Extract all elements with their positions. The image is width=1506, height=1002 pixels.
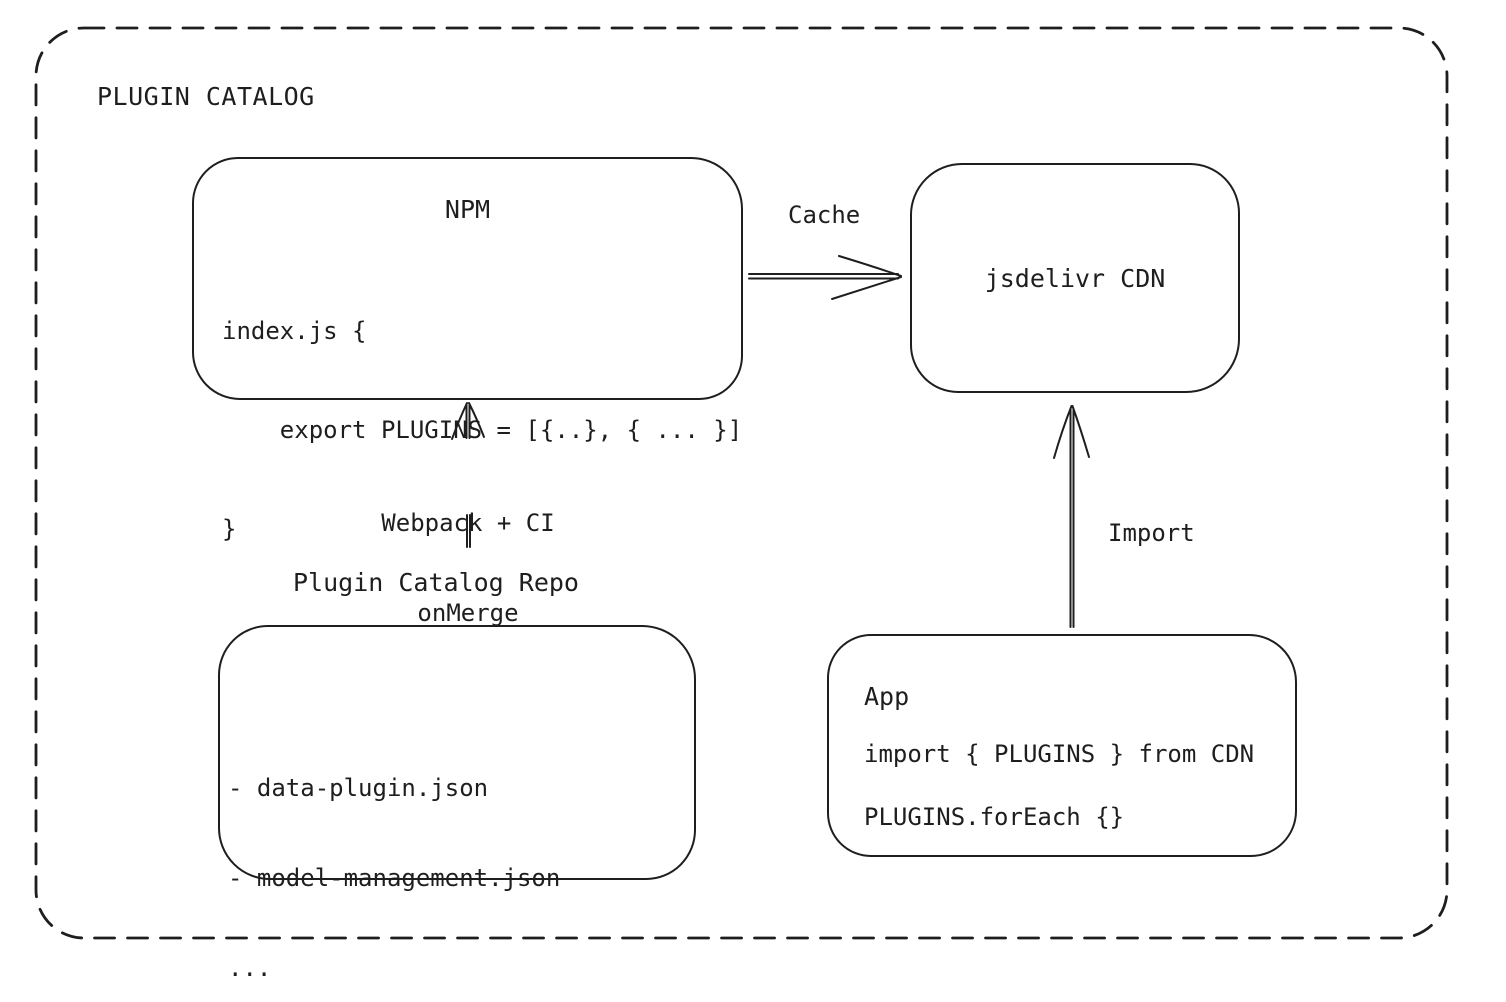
cache-arrow-head-upper <box>838 255 902 277</box>
node-npm: NPM index.js { export PLUGINS = [{..}, {… <box>192 157 743 543</box>
npm-code-block: index.js { export PLUGINS = [{..}, { ...… <box>222 249 742 612</box>
import-arrow-label: Import <box>1108 519 1195 547</box>
build-arrow-label: Webpack + CI onMerge <box>368 448 568 688</box>
repo-file-list: - data-plugin.json - model-management.js… <box>228 713 560 1002</box>
node-repo: - data-plugin.json - model-management.js… <box>218 625 696 982</box>
repo-file-item-2: - model-management.json <box>228 864 561 892</box>
npm-code-line-3: } <box>222 515 237 543</box>
app-title: App <box>864 682 910 711</box>
node-app: App import { PLUGINS } from CDN PLUGINS.… <box>827 634 1297 857</box>
npm-code-line-2: export PLUGINS = [{..}, { ... }] <box>222 416 743 444</box>
npm-code-line-1: index.js { <box>222 317 367 345</box>
npm-title: NPM <box>444 195 491 224</box>
node-cdn: jsdelivr CDN <box>910 163 1240 393</box>
cdn-label: jsdelivr CDN <box>984 263 1166 293</box>
repo-file-item-3: ... <box>228 954 272 982</box>
build-arrow-label-line-2: onMerge <box>417 599 519 627</box>
import-arrow <box>1053 405 1090 628</box>
repo-file-item-1: - data-plugin.json <box>228 774 489 802</box>
repo-title: Plugin Catalog Repo <box>293 568 579 597</box>
app-code-line-1: import { PLUGINS } from CDN <box>864 740 1255 768</box>
cache-arrow-head-lower <box>831 276 902 300</box>
diagram-title: PLUGIN CATALOG <box>97 82 315 111</box>
cache-arrow <box>748 255 902 300</box>
import-arrow-head-right <box>1071 405 1090 458</box>
build-arrow-label-line-1: Webpack + CI <box>381 509 555 537</box>
import-arrow-head-left <box>1053 405 1073 459</box>
app-code-line-2: PLUGINS.forEach {} <box>864 803 1125 831</box>
cache-arrow-label: Cache <box>788 201 861 229</box>
